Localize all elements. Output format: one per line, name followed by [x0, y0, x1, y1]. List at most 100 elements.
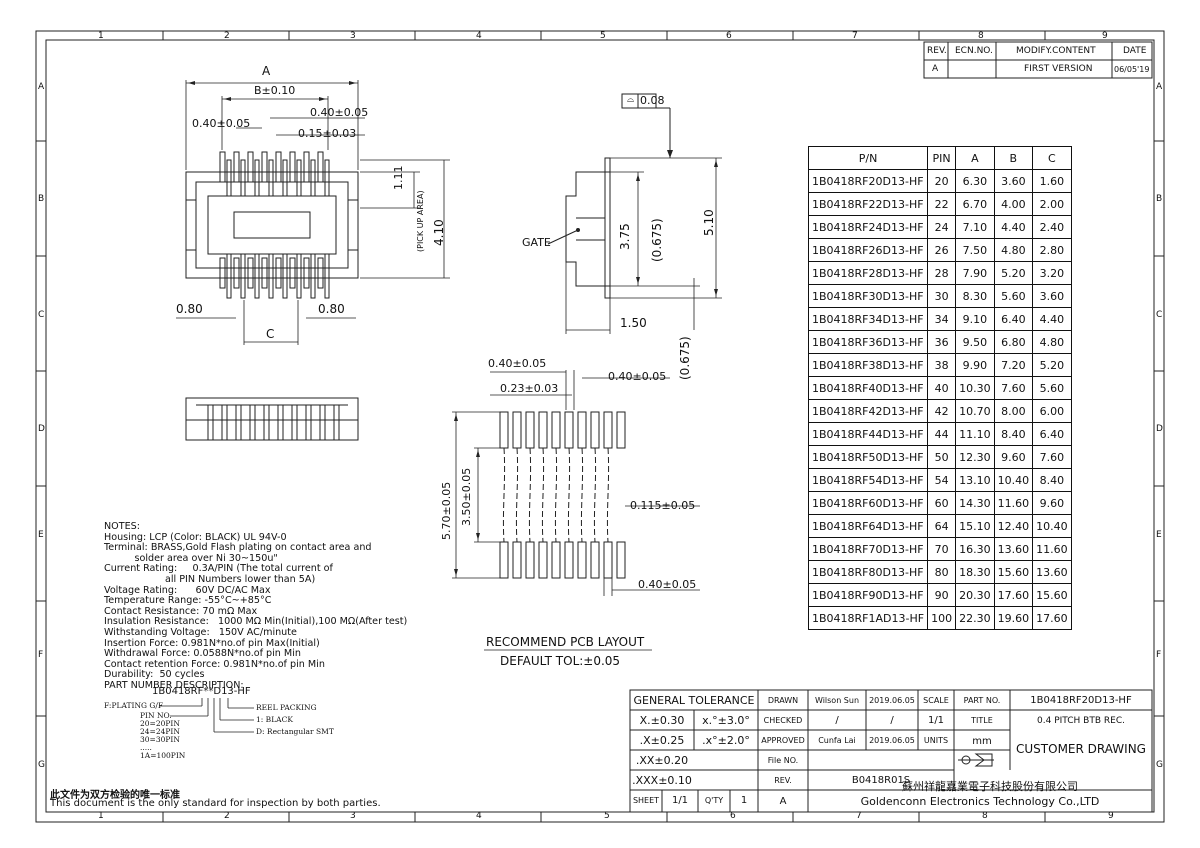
rev-row-content: FIRST VERSION: [1024, 64, 1093, 74]
pin-list-item: 20=20PIN: [140, 719, 180, 728]
pn-header-pn: P/N: [807, 146, 929, 170]
notes-title: NOTES:: [104, 521, 140, 532]
note-line: solder area over Ni 30~150u": [104, 552, 278, 564]
pn-cell-c: 6.40: [1032, 422, 1072, 446]
pick-up-area-label: (PICK UP AREA): [416, 190, 425, 252]
general-tolerance-label: GENERAL TOLERANCE: [633, 694, 755, 707]
pn-cell-a: 20.30: [955, 583, 995, 607]
rev-header-rev: REV.: [927, 46, 947, 56]
note-line: Insulation Resistance: 1000 MΩ Min(Initi…: [104, 616, 408, 628]
pcb-dim-040-bottom: 0.40±0.05: [638, 578, 697, 591]
notes-block: NOTES: Housing: LCP (Color: BLACK) UL 94…: [104, 521, 408, 692]
units-label: UNITS: [923, 736, 949, 745]
outer-border: [35, 30, 1165, 823]
tol-x-angle: x.°±3.0°: [702, 714, 750, 727]
tol-xxx: .XXX±0.10: [632, 774, 692, 787]
approved-date: 2019.06.05: [869, 736, 915, 745]
pn-cell-pin: 20: [927, 169, 957, 193]
dim-080-right: 0.80: [318, 302, 345, 316]
zone-col-2: 2: [224, 31, 230, 41]
dim-111: 1.11: [392, 165, 405, 191]
part-code: 1B0418RF**D13-HF: [152, 686, 251, 697]
dim-375: 3.75: [618, 223, 632, 250]
pn-cell-pin: 36: [927, 330, 957, 354]
note-line: Insertion Force: 0.981N*no.of pin Max(In…: [104, 637, 320, 649]
company-name-chinese: 蘇州祥龍嘉業電子科技股份有限公司: [902, 780, 1078, 793]
pcb-dim-040-top: 0.40±0.05: [488, 357, 547, 370]
dim-0675-side: (0.675): [650, 218, 664, 262]
top-view-connector: [185, 171, 359, 279]
pn-cell-part-number: 1B0418RF40D13-HF: [807, 376, 929, 400]
pn-cell-c: 8.40: [1032, 468, 1072, 492]
pn-cell-b: 5.60: [993, 284, 1034, 308]
pn-cell-pin: 42: [927, 399, 957, 423]
pn-cell-part-number: 1B0418RF38D13-HF: [807, 353, 929, 377]
note-line: Terminal: BRASS,Gold Flash plating on co…: [104, 542, 372, 554]
pn-cell-b: 15.60: [993, 560, 1034, 584]
gate-label: GATE: [522, 236, 551, 249]
pn-header-c: C: [1032, 146, 1072, 170]
pn-cell-c: 2.00: [1032, 192, 1072, 216]
pn-cell-b: 4.00: [993, 192, 1034, 216]
dim-080-left: 0.80: [176, 302, 203, 316]
pn-cell-a: 16.30: [955, 537, 995, 561]
pn-cell-part-number: 1B0418RF44D13-HF: [807, 422, 929, 446]
zone-col-8-bottom: 8: [982, 811, 988, 821]
pn-cell-a: 7.50: [955, 238, 995, 262]
pn-cell-pin: 22: [927, 192, 957, 216]
pn-cell-c: 2.80: [1032, 238, 1072, 262]
zone-ticks: [36, 31, 1164, 822]
pn-cell-part-number: 1B0418RF60D13-HF: [807, 491, 929, 515]
zone-row-d: D: [38, 424, 45, 434]
approved-label: APPROVED: [761, 736, 805, 745]
plating-label: F:PLATING G/F: [104, 701, 164, 710]
pn-cell-pin: 44: [927, 422, 957, 446]
side-view: [547, 93, 671, 299]
zone-col-3-bottom: 3: [350, 811, 356, 821]
zone-col-7: 7: [852, 31, 858, 41]
zone-col-5: 5: [600, 31, 606, 41]
checked-by: /: [835, 715, 839, 726]
pn-cell-b: 5.20: [993, 261, 1034, 285]
black-label: 1: BLACK: [256, 715, 293, 724]
pin-list-item: 1A=100PIN: [140, 751, 186, 760]
pn-cell-part-number: 1B0418RF64D13-HF: [807, 514, 929, 538]
pn-cell-a: 11.10: [955, 422, 995, 446]
qty-value: 1: [740, 795, 748, 806]
pn-cell-b: 6.40: [993, 307, 1034, 331]
pn-cell-part-number: 1B0418RF70D13-HF: [807, 537, 929, 561]
pn-cell-b: 19.60: [993, 606, 1034, 630]
zone-row-d-right: D: [1156, 424, 1163, 434]
pn-cell-b: 13.60: [993, 537, 1034, 561]
pcb-dim-350: 3.50±0.05: [460, 467, 473, 526]
pcb-dim-040-top-right: 0.40±0.05: [608, 370, 667, 383]
zone-row-c: C: [38, 310, 45, 320]
pcb-layout-dimensions: [452, 370, 700, 651]
side-view-dimensions: [565, 157, 722, 334]
pn-cell-a: 6.30: [955, 169, 995, 193]
dim-0675-bottom: (0.675): [678, 336, 692, 380]
pcb-dim-570: 5.70±0.05: [440, 481, 453, 540]
pn-cell-c: 4.80: [1032, 330, 1072, 354]
pn-cell-c: 5.20: [1032, 353, 1072, 377]
pn-cell-pin: 24: [927, 215, 957, 239]
pn-cell-pin: 70: [927, 537, 957, 561]
pin-list: 20=20PIN 24=24PIN 30=30PIN ..... 1A=100P…: [140, 720, 185, 760]
pn-cell-part-number: 1B0418RF50D13-HF: [807, 445, 929, 469]
rev-label: REV.: [774, 776, 792, 785]
pn-cell-pin: 60: [927, 491, 957, 515]
pn-cell-b: 6.80: [993, 330, 1034, 354]
pn-cell-c: 7.60: [1032, 445, 1072, 469]
